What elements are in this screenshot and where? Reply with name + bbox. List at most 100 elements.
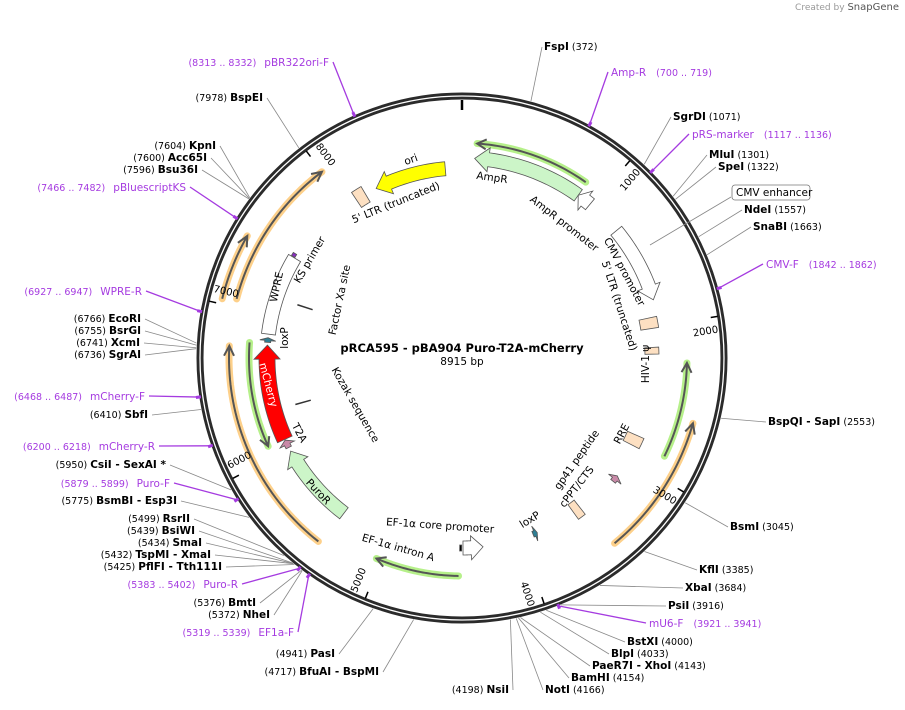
enzyme-site-label: (5499) RsrII	[128, 513, 190, 525]
enzyme-name: KflI	[699, 564, 719, 576]
enzyme-site-label: (5432) TspMI - XmaI	[101, 549, 211, 561]
enzyme-position: (4941)	[276, 649, 311, 660]
enzyme-name: PasI	[310, 648, 335, 660]
enzyme-position: (5425)	[104, 562, 139, 573]
enzyme-name: NotI	[545, 684, 570, 696]
tick-label: 1000	[618, 167, 643, 194]
primer-range: (6927 .. 6947)	[24, 287, 92, 298]
leader-line	[225, 564, 295, 568]
leader-line	[148, 395, 199, 398]
enzyme-site-label: (7600) Acc65I	[133, 152, 207, 164]
enzyme-name: TspMI - XmaI	[135, 549, 211, 561]
enzyme-site-label: PaeR7I - XhoI (4143)	[592, 660, 706, 672]
feature-label: Kozak sequence	[329, 365, 382, 444]
orf-line	[477, 142, 587, 183]
leader-line	[518, 617, 570, 679]
enzyme-site-label: (6766) EcoRI	[74, 313, 141, 325]
feature-loxp	[259, 337, 276, 344]
orf-line	[235, 170, 323, 300]
leader-line	[151, 409, 202, 416]
leader-line	[675, 166, 717, 200]
enzyme-position: (5950)	[56, 460, 91, 471]
enzyme-site-label: (4717) BfuAI - BspMI	[265, 666, 379, 678]
enzyme-position: (4166)	[570, 685, 605, 696]
orf-line	[221, 235, 249, 299]
enzyme-position: (1322)	[744, 162, 779, 173]
enzyme-position: (6741)	[76, 338, 111, 349]
enzyme-name: BsiWI	[162, 525, 195, 537]
primer-mark	[649, 168, 655, 174]
enzyme-position: (3916)	[689, 601, 724, 612]
tick-label: 2000	[692, 325, 719, 340]
leader-line	[651, 133, 690, 172]
cmv-enhancer-box	[731, 184, 811, 201]
leader-line	[530, 46, 543, 102]
enzyme-position: (5439)	[127, 526, 162, 537]
primer-label: CMV-F(1842 .. 1862)	[766, 259, 877, 271]
enzyme-position: (6410)	[90, 410, 125, 421]
feature-ampr	[474, 147, 583, 202]
enzyme-name: PsiI	[668, 600, 689, 612]
enzyme-position: (1071)	[706, 112, 741, 123]
primer-range: (3921 .. 3941)	[693, 619, 761, 630]
feature-hiv-1-	[644, 346, 660, 355]
enzyme-name: BsmI	[730, 521, 759, 533]
enzyme-site-label: (6410) SbfI	[90, 409, 148, 421]
leader-line	[180, 500, 250, 518]
cmv-enhancer-label: CMV enhancer	[736, 187, 813, 199]
enzyme-name: PaeR7I - XhoI	[592, 660, 671, 672]
feature-ampr-promoter	[577, 190, 595, 212]
tick-mark	[232, 474, 240, 480]
enzyme-name: CsiI - SexAI *	[90, 459, 166, 471]
feature-label: HIV-1 ψ	[640, 345, 652, 383]
orf-arrowhead	[259, 436, 271, 449]
primer-name: Puro-F	[137, 478, 170, 490]
primer-range: (700 .. 719)	[656, 68, 712, 79]
feature-5-ltr-truncated-	[638, 315, 660, 331]
primer-range: (5383 .. 5402)	[128, 580, 196, 591]
enzyme-name: MluI	[709, 149, 734, 161]
leader-line	[520, 617, 591, 667]
enzyme-position: (1663)	[787, 222, 822, 233]
feature-label: EF-1α intron A	[360, 532, 436, 564]
orf-arrowhead	[680, 360, 693, 374]
feature-label: AmpR	[476, 170, 509, 186]
enzyme-name: NdeI	[744, 204, 771, 216]
primer-mark	[207, 443, 214, 449]
primer-label: (5879 .. 5899)Puro-F	[61, 478, 170, 490]
orf-arrowhead	[374, 556, 387, 568]
feature-ori	[375, 161, 447, 195]
feature-t2a	[278, 439, 296, 450]
primer-mark	[305, 572, 312, 579]
snapgene-credit: Created by SnapGene	[795, 2, 899, 13]
leader-line	[718, 263, 764, 289]
primer-mark	[232, 214, 239, 221]
leader-line	[643, 116, 672, 165]
primer-name: EF1a-F	[258, 627, 294, 639]
leader-line	[144, 318, 197, 344]
primer-name: pRS-marker	[692, 129, 755, 141]
tick-mark	[364, 591, 369, 599]
leader-line	[259, 569, 302, 604]
enzyme-name: EcoRI	[108, 313, 141, 325]
credit-prefix: Created by	[795, 3, 845, 13]
enzyme-name: BmtI	[228, 597, 256, 609]
enzyme-position: (2553)	[840, 417, 875, 428]
leader-line	[540, 611, 610, 655]
leader-line	[273, 570, 303, 616]
orf-line	[613, 423, 694, 545]
leader-line	[214, 554, 294, 565]
enzyme-site-label: (4941) PasI	[276, 648, 335, 660]
leader-line	[193, 518, 284, 556]
enzyme-site-label: (5434) SmaI	[138, 537, 202, 549]
enzyme-name: XcmI	[111, 337, 140, 349]
enzyme-name: KpnI	[189, 140, 216, 152]
primer-name: mU6-F	[649, 618, 683, 630]
primer-mark	[296, 565, 302, 572]
primer-label: (6468 .. 6487)mCherry-F	[14, 391, 145, 403]
primer-mark	[233, 497, 240, 503]
feature-cppt-cts	[567, 499, 586, 520]
primer-label: mU6-F (3921 .. 3941)	[649, 618, 761, 630]
leader-line	[198, 530, 293, 564]
